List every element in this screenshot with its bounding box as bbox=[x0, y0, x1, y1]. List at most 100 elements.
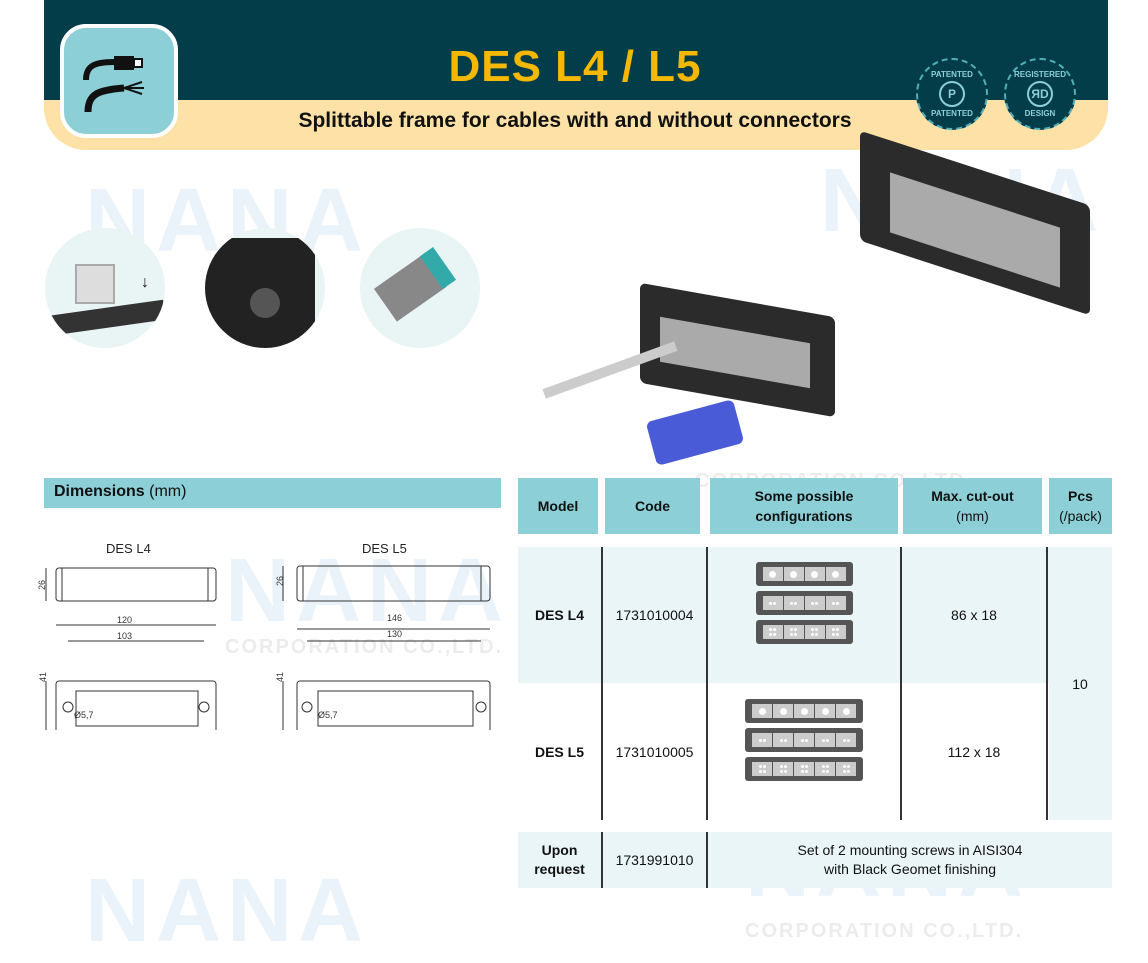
divider bbox=[601, 547, 603, 820]
divider bbox=[900, 547, 902, 820]
cable-connector-icon bbox=[60, 24, 178, 138]
cable-hole bbox=[842, 707, 850, 715]
config-cell bbox=[762, 596, 783, 610]
cable-hole bbox=[811, 627, 814, 631]
cable-hole bbox=[779, 738, 783, 742]
drawing-label-l5: DES L5 bbox=[362, 541, 407, 556]
cable-hole bbox=[832, 601, 835, 605]
config-cell bbox=[815, 733, 835, 747]
cable-hole bbox=[804, 764, 808, 768]
config-option bbox=[755, 591, 853, 615]
config-cell bbox=[773, 733, 793, 747]
config-cell bbox=[752, 762, 772, 776]
config-option bbox=[755, 620, 853, 644]
config-cell bbox=[794, 704, 814, 718]
cable-hole bbox=[773, 633, 776, 637]
cable-hole bbox=[790, 570, 797, 578]
cable-hole bbox=[836, 601, 839, 605]
cable-hole bbox=[794, 627, 797, 631]
config-cell bbox=[825, 567, 846, 581]
cable-hole bbox=[762, 764, 766, 768]
config-diagram bbox=[708, 562, 900, 649]
cable-hole bbox=[773, 627, 776, 631]
code-cell: 1731010004 bbox=[615, 607, 694, 623]
dim-length-l4: 120 bbox=[117, 615, 133, 625]
cable-hole bbox=[779, 764, 783, 768]
config-cell bbox=[825, 625, 846, 639]
cable-hole bbox=[811, 601, 814, 605]
config-cell bbox=[825, 596, 846, 610]
cable-hole bbox=[762, 738, 766, 742]
detail-photo-frame-corner bbox=[205, 228, 325, 348]
dim-height-l4: 26 bbox=[37, 579, 48, 591]
code-cell: 1731010005 bbox=[615, 743, 694, 760]
cable-hole bbox=[758, 738, 762, 742]
divider bbox=[706, 832, 708, 888]
code-cell: 1731991010 bbox=[615, 852, 694, 868]
cable-hole bbox=[842, 770, 846, 774]
config-option bbox=[755, 562, 853, 586]
pcs-bg bbox=[1049, 547, 1112, 820]
cable-hole bbox=[842, 738, 846, 742]
config-option bbox=[745, 728, 863, 752]
cable-hole bbox=[832, 627, 835, 631]
watermark: NANA bbox=[85, 861, 369, 961]
page-subtitle: Splittable frame for cables with and wit… bbox=[298, 109, 852, 132]
cable-hole bbox=[758, 770, 762, 774]
cable-hole bbox=[815, 627, 818, 631]
dim-spacing-l4: 103 bbox=[117, 631, 133, 641]
config-cell bbox=[783, 625, 804, 639]
cable-hole bbox=[832, 633, 835, 637]
cable-hole bbox=[769, 601, 772, 605]
cable-hole bbox=[779, 770, 783, 774]
detail-photo-insert: ↓ bbox=[45, 228, 165, 348]
dim-spacing-l5: 130 bbox=[387, 629, 403, 639]
cable-hole bbox=[811, 570, 818, 578]
detail-photo-cable-seal bbox=[360, 228, 480, 348]
cable-hole bbox=[821, 764, 825, 768]
cable-hole bbox=[783, 738, 787, 742]
col-header-pcs: Pcs(/pack) bbox=[1049, 478, 1112, 534]
cable-hole bbox=[821, 770, 825, 774]
cable-hole bbox=[794, 633, 797, 637]
cable-hole bbox=[821, 738, 825, 742]
cable-hole bbox=[842, 764, 846, 768]
dimension-drawings bbox=[45, 565, 491, 730]
cable-hole bbox=[762, 770, 766, 774]
config-option bbox=[745, 757, 863, 781]
divider bbox=[706, 547, 708, 820]
config-cell bbox=[815, 704, 835, 718]
cable-hole bbox=[815, 601, 818, 605]
dimensions-header: Dimensions (mm) bbox=[44, 478, 501, 508]
config-cell bbox=[836, 704, 856, 718]
col-header-model: Model bbox=[518, 478, 598, 534]
config-cell bbox=[773, 762, 793, 776]
divider bbox=[601, 832, 603, 888]
cable-hole bbox=[846, 770, 850, 774]
divider bbox=[1046, 547, 1048, 820]
cutout-cell: 112 x 18 bbox=[947, 743, 1001, 760]
dim-width-l5: 41 bbox=[275, 671, 286, 683]
watermark: NANA bbox=[225, 541, 509, 641]
cutout-cell: 86 x 18 bbox=[951, 607, 997, 623]
config-cell bbox=[804, 567, 825, 581]
cable-hole bbox=[783, 770, 787, 774]
dim-height-l5: 26 bbox=[275, 575, 286, 587]
product-photo bbox=[540, 130, 1100, 466]
watermark-company: CORPORATION CO.,LTD. bbox=[745, 920, 1024, 942]
config-diagram bbox=[708, 699, 900, 786]
cable-hole bbox=[846, 738, 850, 742]
cable-hole bbox=[825, 738, 829, 742]
cable-hole bbox=[800, 707, 808, 715]
config-cell bbox=[762, 625, 783, 639]
cable-hole bbox=[836, 633, 839, 637]
dimensions-unit: (mm) bbox=[149, 483, 187, 500]
cable-hole bbox=[790, 601, 793, 605]
cable-hole bbox=[804, 738, 808, 742]
dim-length-l5: 146 bbox=[387, 613, 403, 623]
cable-hole bbox=[794, 601, 797, 605]
config-cell bbox=[783, 567, 804, 581]
